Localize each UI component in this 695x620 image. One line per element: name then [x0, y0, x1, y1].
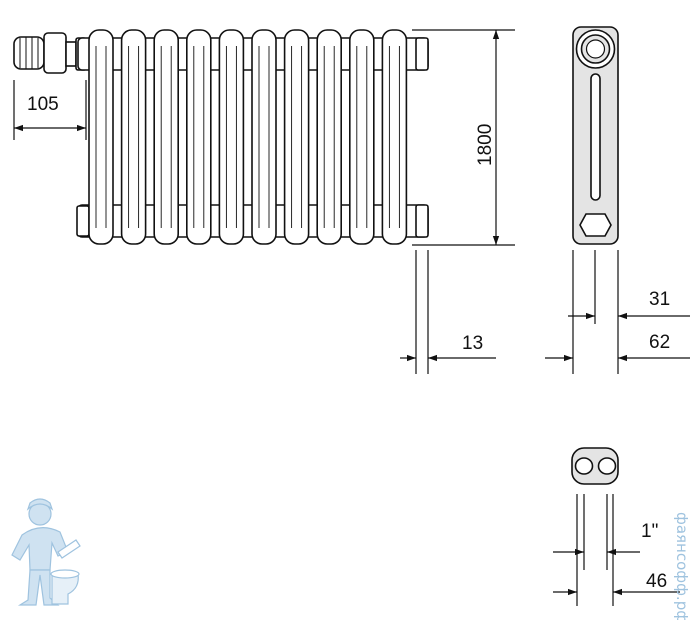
dimension-valve-offset-label: 105 — [27, 94, 59, 115]
thermostatic-valve-icon — [13, 32, 87, 74]
dimension-tube-width-label: 46 — [646, 571, 667, 592]
radiator-section — [348, 29, 375, 245]
bottom-left-plug — [76, 205, 90, 237]
dimension-depth — [545, 250, 690, 374]
radiator-section — [381, 29, 408, 245]
dimension-height-label: 1800 — [475, 124, 496, 166]
front-view — [13, 29, 429, 245]
side-view — [572, 26, 619, 245]
dimension-connection-offset-label: 13 — [462, 333, 483, 354]
radiator-section — [316, 29, 343, 245]
bottom-connection-hex — [579, 213, 612, 237]
radiator-section — [120, 29, 147, 245]
radiator-section — [218, 29, 245, 245]
radiator-section — [283, 29, 310, 245]
dimension-connection-offset — [400, 250, 496, 374]
dimension-tube — [553, 494, 680, 606]
radiator-section — [153, 29, 179, 245]
dimension-height — [412, 29, 515, 246]
dimension-half-depth-label: 31 — [649, 289, 670, 310]
dimension-thread-label: 1" — [641, 521, 658, 542]
top-right-plug — [415, 37, 429, 71]
radiator-section — [186, 29, 212, 245]
top-view — [571, 447, 619, 485]
radiator-section — [88, 29, 114, 245]
plumber-mascot-icon — [11, 498, 81, 606]
radiator-sections — [88, 29, 408, 245]
side-slot — [590, 73, 601, 201]
watermark-text: фаянсофф.рф — [673, 512, 691, 620]
dimension-depth-label: 62 — [649, 332, 670, 353]
radiator-section — [251, 29, 277, 245]
dimension-valve-offset — [13, 80, 87, 140]
bottom-right-plug — [415, 204, 429, 238]
